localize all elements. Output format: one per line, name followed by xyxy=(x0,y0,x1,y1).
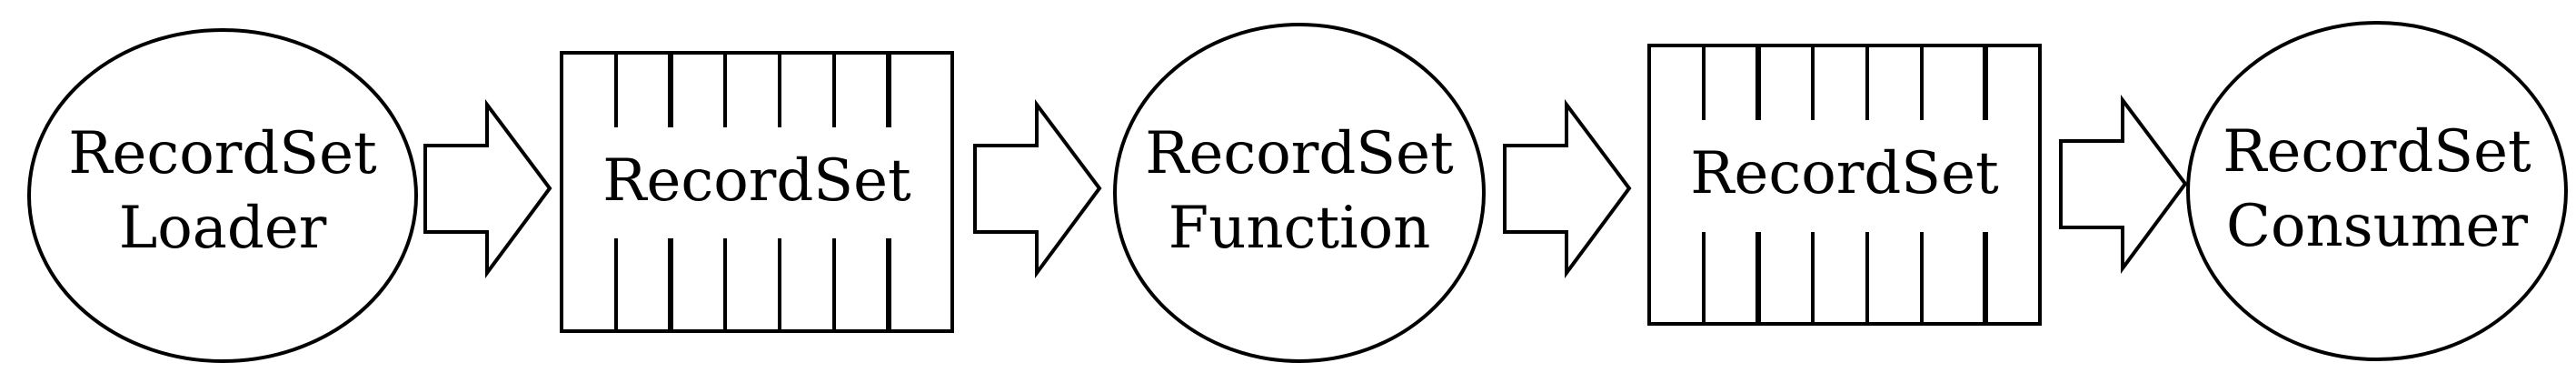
function-node: RecordSet Function xyxy=(1113,23,1486,363)
recordset-2-top-ticks xyxy=(1702,45,1988,120)
loader-label-line-2: Loader xyxy=(119,195,327,262)
consumer-label-line-2: Consumer xyxy=(2226,193,2528,260)
loader-node: RecordSet Loader xyxy=(27,28,418,363)
recordset-node-2: RecordSet xyxy=(1647,44,2042,326)
recordset-1-label: RecordSet xyxy=(602,147,911,215)
loader-label-line-1: RecordSet xyxy=(68,120,377,187)
recordset-2-label: RecordSet xyxy=(1690,140,1999,207)
recordset-1-top-ticks xyxy=(614,53,891,127)
arrow-function-to-recordset xyxy=(1503,99,1632,279)
recordset-node-1: RecordSet xyxy=(560,51,954,333)
function-label-line-2: Function xyxy=(1169,195,1431,262)
function-label-line-1: RecordSet xyxy=(1145,120,1454,187)
arrow-recordset-to-function xyxy=(973,99,1102,279)
recordset-2-bottom-ticks xyxy=(1702,232,1988,324)
recordset-1-bottom-ticks xyxy=(614,238,891,331)
consumer-node: RecordSet Consumer xyxy=(2186,21,2568,361)
arrow-recordset-to-consumer xyxy=(2059,95,2188,275)
arrow-loader-to-recordset xyxy=(423,99,552,279)
consumer-label-line-1: RecordSet xyxy=(2223,118,2531,186)
